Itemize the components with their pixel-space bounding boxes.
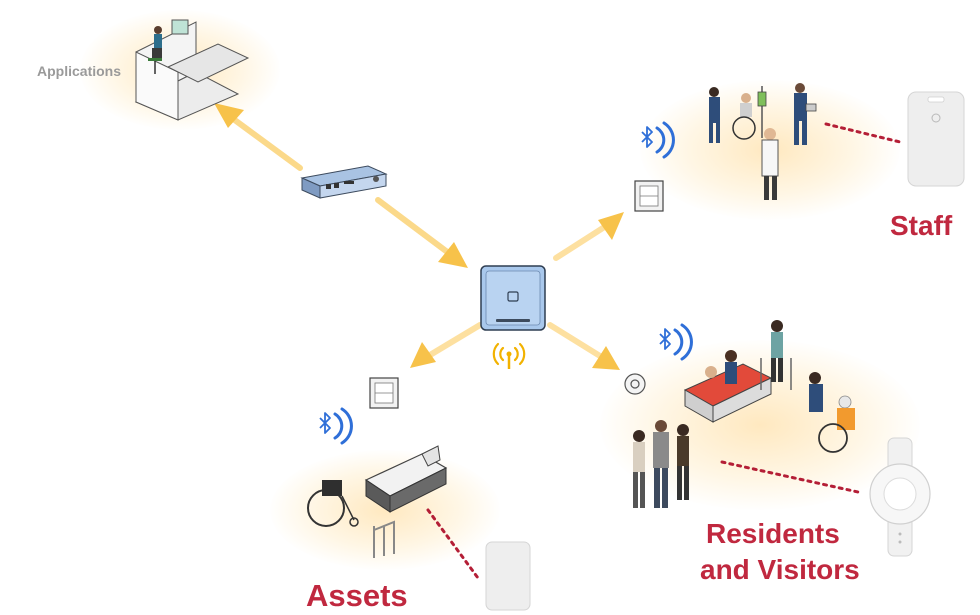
bluetooth-icon — [641, 121, 675, 159]
wifi-antenna-icon — [492, 342, 526, 369]
applications-workstation — [134, 19, 250, 121]
assets-dotted-line — [426, 508, 480, 580]
assets-equipment-illustration — [307, 445, 448, 558]
residents-wristband-tag — [869, 437, 931, 557]
staff-people-illustration — [709, 83, 817, 200]
gateway-device — [300, 165, 388, 199]
bluetooth-icon — [659, 323, 693, 361]
assets-label: Assets — [306, 578, 408, 613]
visitors-label: and Visitors — [700, 554, 860, 585]
bluetooth-icon — [319, 407, 353, 445]
assets-locator-beacon — [369, 377, 399, 409]
arrow-to-applications — [214, 103, 303, 171]
applications-label: Applications — [37, 63, 122, 79]
staff-badge-tag — [907, 91, 965, 187]
residents-locator-beacon — [624, 373, 646, 395]
residents-glow — [600, 340, 920, 510]
assets-tag — [485, 541, 531, 611]
arrow-to-assets-locator — [410, 322, 483, 368]
arrow-to-hub — [375, 197, 468, 268]
central-hub-device — [480, 265, 546, 331]
staff-label: Staff — [890, 210, 953, 241]
residents-label: Residents — [706, 518, 840, 549]
residents-visitors-illustration — [633, 320, 855, 508]
staff-dotted-line — [824, 122, 902, 144]
arrow-to-residents-locator — [547, 322, 620, 370]
residents-dotted-line — [720, 460, 860, 494]
staff-locator-beacon — [634, 180, 664, 212]
arrow-to-staff-locator — [553, 212, 624, 261]
